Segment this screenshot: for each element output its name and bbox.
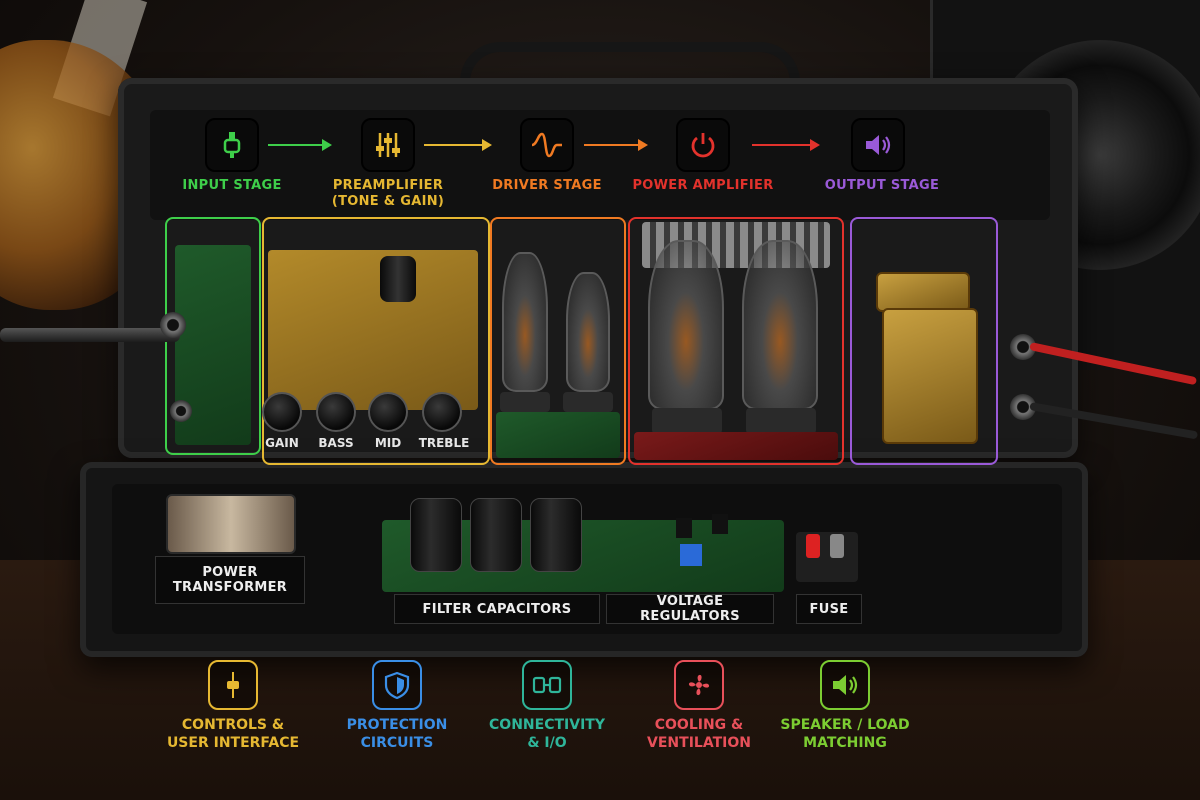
gain-label: GAIN bbox=[265, 436, 299, 450]
power-tube-2-base bbox=[746, 408, 816, 434]
fuse-label: FUSE bbox=[796, 594, 862, 624]
waveform-icon bbox=[520, 118, 574, 172]
trim-pot bbox=[680, 544, 702, 566]
filter-capacitor-3 bbox=[530, 498, 582, 572]
power-amplifier-section bbox=[628, 217, 844, 465]
input-jack bbox=[160, 312, 186, 338]
input-cable bbox=[0, 328, 180, 342]
bass-label: BASS bbox=[318, 436, 354, 450]
gain-knob[interactable] bbox=[262, 392, 302, 432]
preamplifier-stage-label: PREAMPLIFIER (TONE & GAIN) bbox=[331, 178, 445, 209]
filter-capacitor-1 bbox=[410, 498, 462, 572]
power-transformer-label: POWER TRANSFORMER bbox=[155, 556, 305, 604]
speaker-load-feature-label: SPEAKER / LOAD MATCHING bbox=[780, 717, 910, 751]
filter-capacitors-label: FILTER CAPACITORS bbox=[394, 594, 600, 624]
output-transformer-top bbox=[876, 272, 970, 312]
regulator-2 bbox=[712, 514, 728, 534]
controls-feature-label: CONTROLS & USER INTERFACE bbox=[166, 717, 300, 751]
mid-knob[interactable] bbox=[368, 392, 408, 432]
power-icon bbox=[676, 118, 730, 172]
preamp-capacitor bbox=[380, 256, 416, 302]
treble-knob[interactable] bbox=[422, 392, 462, 432]
input-stage-label: INPUT STAGE bbox=[182, 178, 282, 193]
amp-header-panel bbox=[150, 110, 1050, 220]
arrow-power-to-output bbox=[752, 139, 820, 151]
driver-tube-2-base bbox=[563, 392, 613, 412]
cooling-feature-label: COOLING & VENTILATION bbox=[647, 717, 751, 751]
fan-icon bbox=[674, 660, 724, 710]
sliders-icon bbox=[361, 118, 415, 172]
control-knob-icon bbox=[208, 660, 258, 710]
power-tube-1-base bbox=[652, 408, 722, 434]
fuse-clear bbox=[830, 534, 844, 558]
preamp-circuit-board bbox=[268, 250, 478, 410]
arrow-driver-to-power bbox=[584, 139, 648, 151]
power-transformer-coil bbox=[166, 494, 296, 554]
input-jack-2 bbox=[170, 400, 192, 422]
input-jack-icon bbox=[205, 118, 259, 172]
arrow-preamp-to-driver bbox=[424, 139, 492, 151]
preamplifier-section bbox=[262, 217, 490, 465]
amp-handle bbox=[460, 42, 800, 100]
power-amplifier-stage-label: POWER AMPLIFIER bbox=[632, 178, 774, 193]
driver-circuit-board bbox=[496, 412, 620, 458]
arrow-input-to-preamp bbox=[268, 139, 332, 151]
regulator-1 bbox=[676, 518, 692, 538]
power-tube-1 bbox=[648, 240, 724, 410]
shield-icon bbox=[372, 660, 422, 710]
connectivity-feature-label: CONNECTIVITY & I/O bbox=[489, 717, 605, 751]
power-tube-2 bbox=[742, 240, 818, 410]
output-stage-section bbox=[850, 217, 998, 465]
voltage-regulators-label: VOLTAGE REGULATORS bbox=[606, 594, 774, 624]
speaker-icon bbox=[851, 118, 905, 172]
driver-stage-section bbox=[490, 217, 626, 465]
driver-stage-label: DRIVER STAGE bbox=[492, 178, 602, 193]
output-stage-label: OUTPUT STAGE bbox=[824, 178, 940, 193]
fuse-red bbox=[806, 534, 820, 558]
protection-feature-label: PROTECTION CIRCUITS bbox=[346, 717, 448, 751]
output-transformer bbox=[882, 308, 978, 444]
filter-capacitor-2 bbox=[470, 498, 522, 572]
connector-icon bbox=[522, 660, 572, 710]
driver-tube-2 bbox=[566, 272, 610, 392]
bass-knob[interactable] bbox=[316, 392, 356, 432]
speaker-load-icon bbox=[820, 660, 870, 710]
driver-tube-1-base bbox=[500, 392, 550, 412]
treble-label: TREBLE bbox=[418, 436, 470, 450]
mid-label: MID bbox=[374, 436, 402, 450]
power-amp-board bbox=[634, 432, 838, 460]
driver-tube-1 bbox=[502, 252, 548, 392]
